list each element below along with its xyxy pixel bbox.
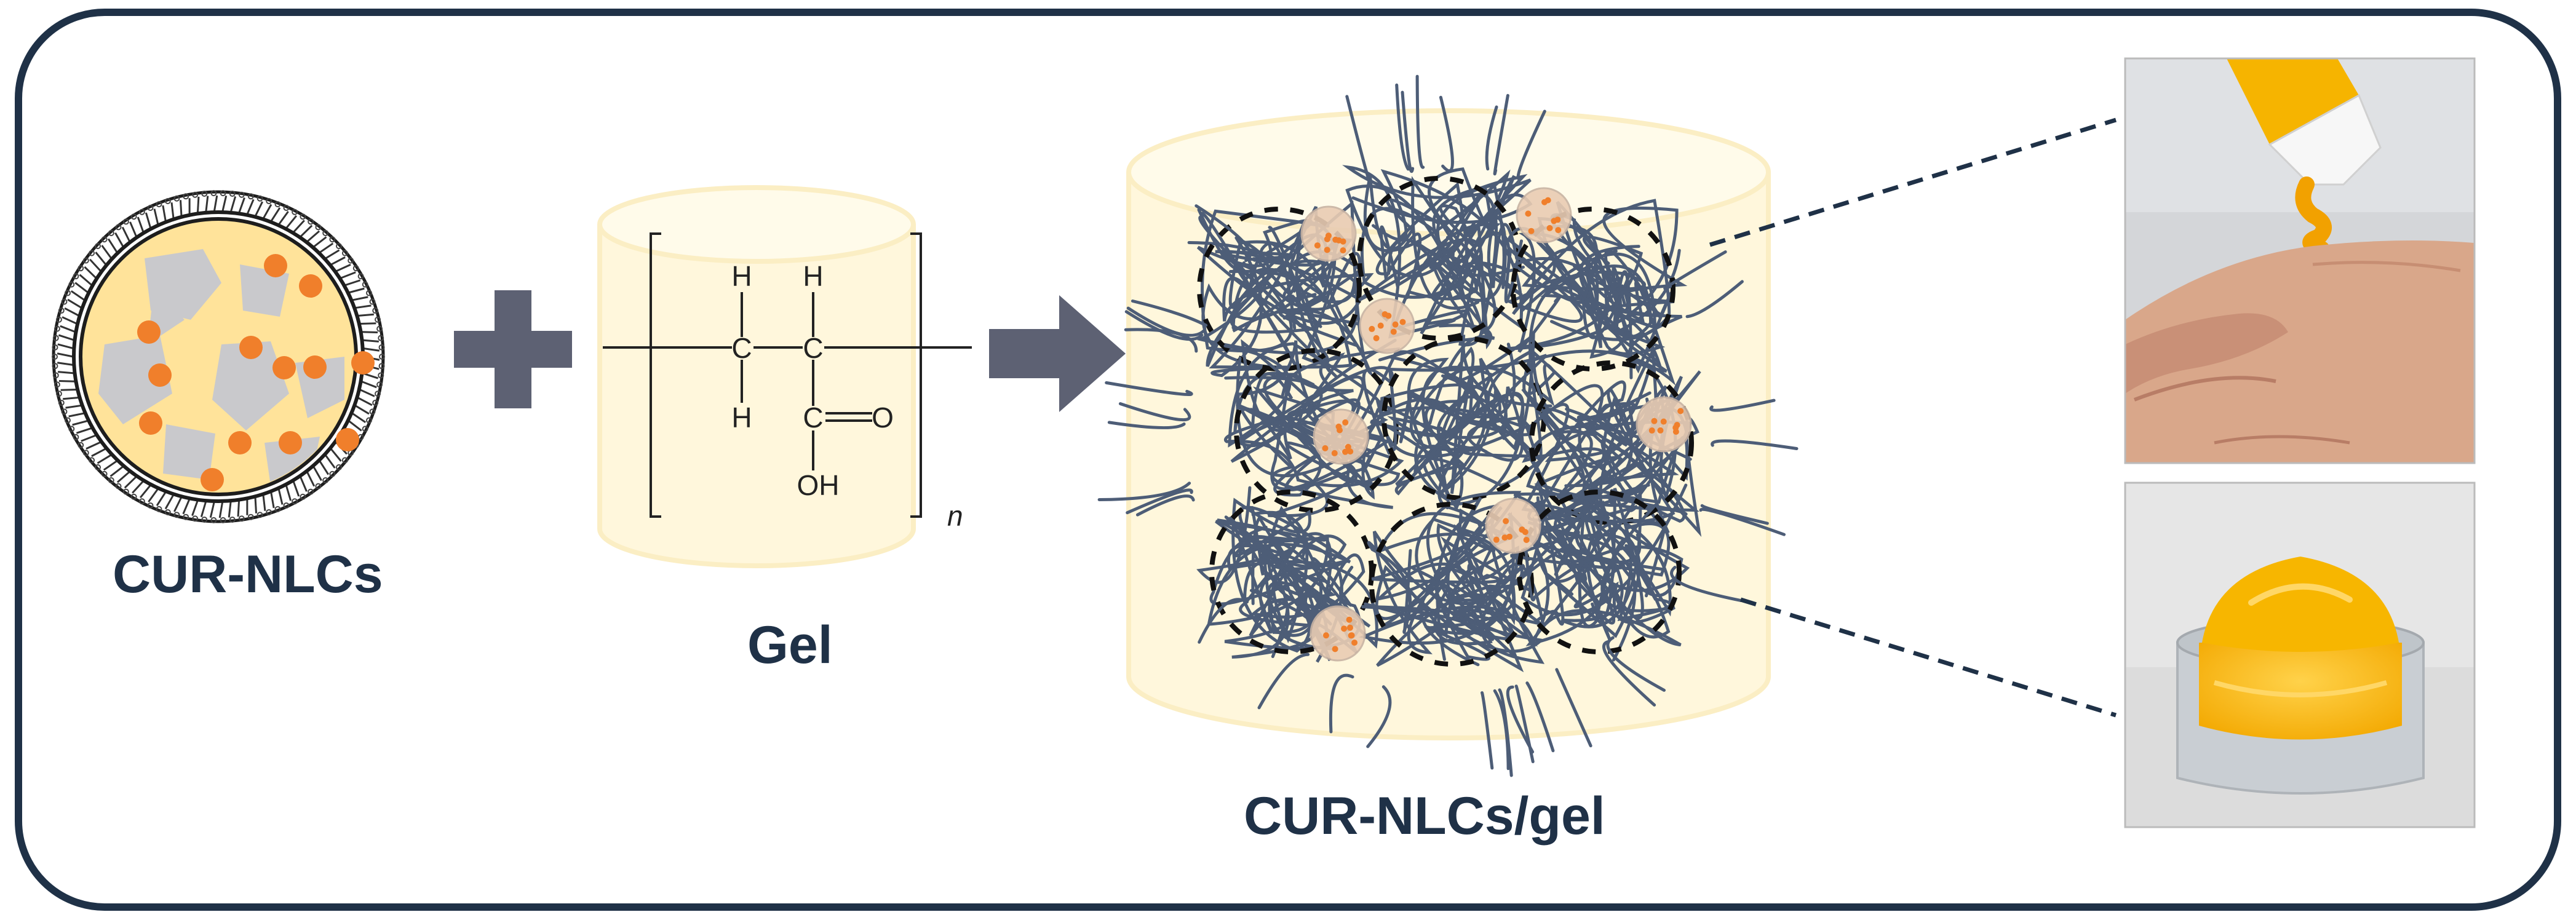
repeat-unit-n: n	[947, 500, 963, 532]
gel-applied-to-hand-photo	[2124, 57, 2476, 464]
atom-c-3: C	[803, 402, 823, 434]
nlc-surfactant-layer	[52, 190, 385, 523]
gel-container-icon	[597, 185, 916, 568]
nlc-gel-label: CUR-NLCs/gel	[1244, 787, 1605, 846]
embedded-nlc-particles	[1300, 187, 1692, 662]
callout-line-top	[1709, 117, 2117, 247]
arrow-right-icon	[989, 295, 1126, 412]
outer-frame	[15, 9, 2561, 911]
atom-c-1: C	[731, 332, 752, 364]
callout-line-bottom	[1739, 597, 2117, 718]
nlc-label: CUR-NLCs	[113, 545, 383, 604]
atom-oh: OH	[797, 469, 840, 501]
atom-h-2: H	[803, 260, 823, 292]
plus-icon	[454, 290, 572, 408]
atom-h-3: H	[731, 402, 752, 434]
polyacrylic-acid-structure	[603, 232, 972, 518]
gel-label: Gel	[747, 616, 833, 675]
nlc-curcumin-particles	[137, 254, 375, 491]
atom-h-1: H	[731, 260, 752, 292]
atom-o: O	[872, 402, 894, 434]
atom-c-2: C	[803, 332, 823, 364]
chem-atom-labels: H H C C H C O OH n	[731, 260, 963, 532]
nlc-particle-icon	[52, 190, 385, 523]
gel-in-jar-photo	[2124, 482, 2476, 828]
